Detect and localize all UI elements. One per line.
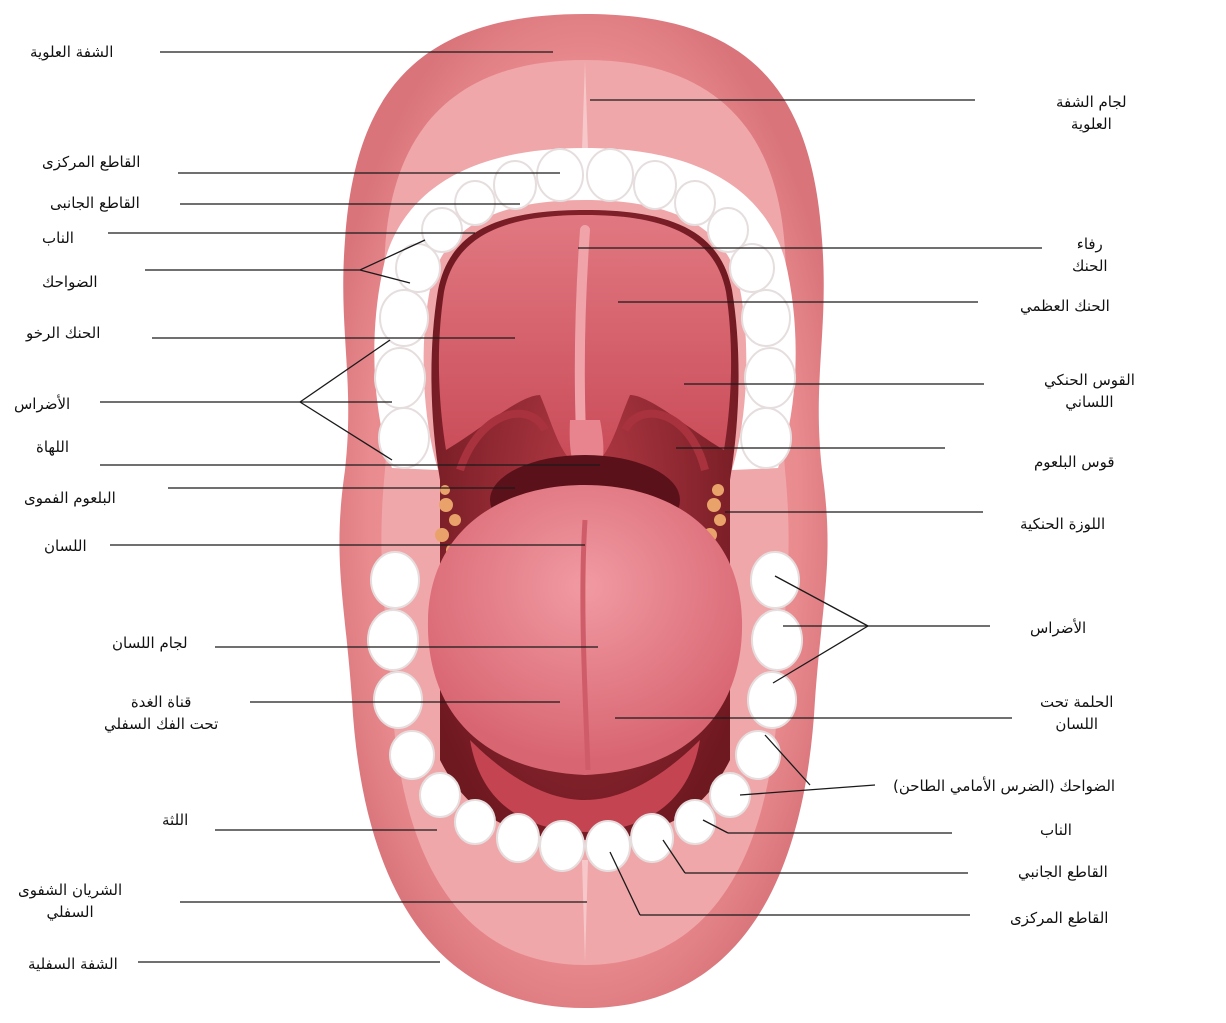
label-soft-palate: الحنك الرخو [26,323,100,345]
label-sublingual-caruncle: الحلمة تحت اللسان [1040,692,1113,736]
label-upper-lip: الشفة العلوية [30,42,113,64]
label-inferior-labial-artery: الشريان الشفوى السفلي [18,880,122,924]
label-upper-premolars: الضواحك [42,272,98,294]
label-lingual-frenulum: لجام اللسان [112,633,188,655]
label-lower-premolars: الضواحك (الضرس الأمامي الطاحن) [893,776,1115,798]
label-palatoglossal-arch: القوس الحنكي اللساني [1044,370,1135,414]
label-lower-canine: الناب [1040,820,1072,842]
label-hard-palate: الحنك العظمي [1020,296,1110,318]
label-palatine-raphe: رفاء الحنك [1072,234,1108,278]
label-oropharynx: البلعوم الفموى [24,488,116,510]
label-tongue: اللسان [44,536,87,558]
label-lower-lateral-incisor: القاطع الجانبي [1018,862,1108,884]
label-sublingual-caruncle-line2: اللسان [1040,714,1113,736]
label-palatoglossal-arch-line2: اللساني [1044,392,1135,414]
label-lower-molars: الأضراس [1030,618,1086,640]
label-uvula: اللهاة [36,437,69,459]
label-palatopharyngeal-arch: قوس البلعوم [1034,452,1115,474]
label-submandibular-duct-line1: قناة الغدة [104,692,218,714]
label-palatine-raphe-line2: الحنك [1072,256,1108,278]
label-palatine-raphe-line1: رفاء [1072,234,1108,256]
label-upper-labial-frenulum-line2: العلوية [1056,114,1127,136]
label-inferior-labial-artery-line2: السفلي [18,902,122,924]
label-gum: اللثة [162,810,188,832]
label-lower-lip: الشفة السفلية [28,954,118,976]
label-lower-central-incisor: القاطع المركزى [1010,908,1108,930]
label-upper-canine: الناب [42,228,74,250]
label-sublingual-caruncle-line1: الحلمة تحت [1040,692,1113,714]
label-submandibular-duct: قناة الغدة تحت الفك السفلي [104,692,218,736]
label-palatoglossal-arch-line1: القوس الحنكي [1044,370,1135,392]
label-submandibular-duct-line2: تحت الفك السفلي [104,714,218,736]
label-upper-molars: الأضراس [14,394,70,416]
label-upper-labial-frenulum-line1: لجام الشفة [1056,92,1127,114]
label-inferior-labial-artery-line1: الشريان الشفوى [18,880,122,902]
label-upper-central-incisor: القاطع المركزى [42,152,140,174]
label-upper-lateral-incisor: القاطع الجانبى [50,193,140,215]
label-palatine-tonsil: اللوزة الحنكية [1020,514,1105,536]
label-upper-labial-frenulum: لجام الشفة العلوية [1056,92,1127,136]
